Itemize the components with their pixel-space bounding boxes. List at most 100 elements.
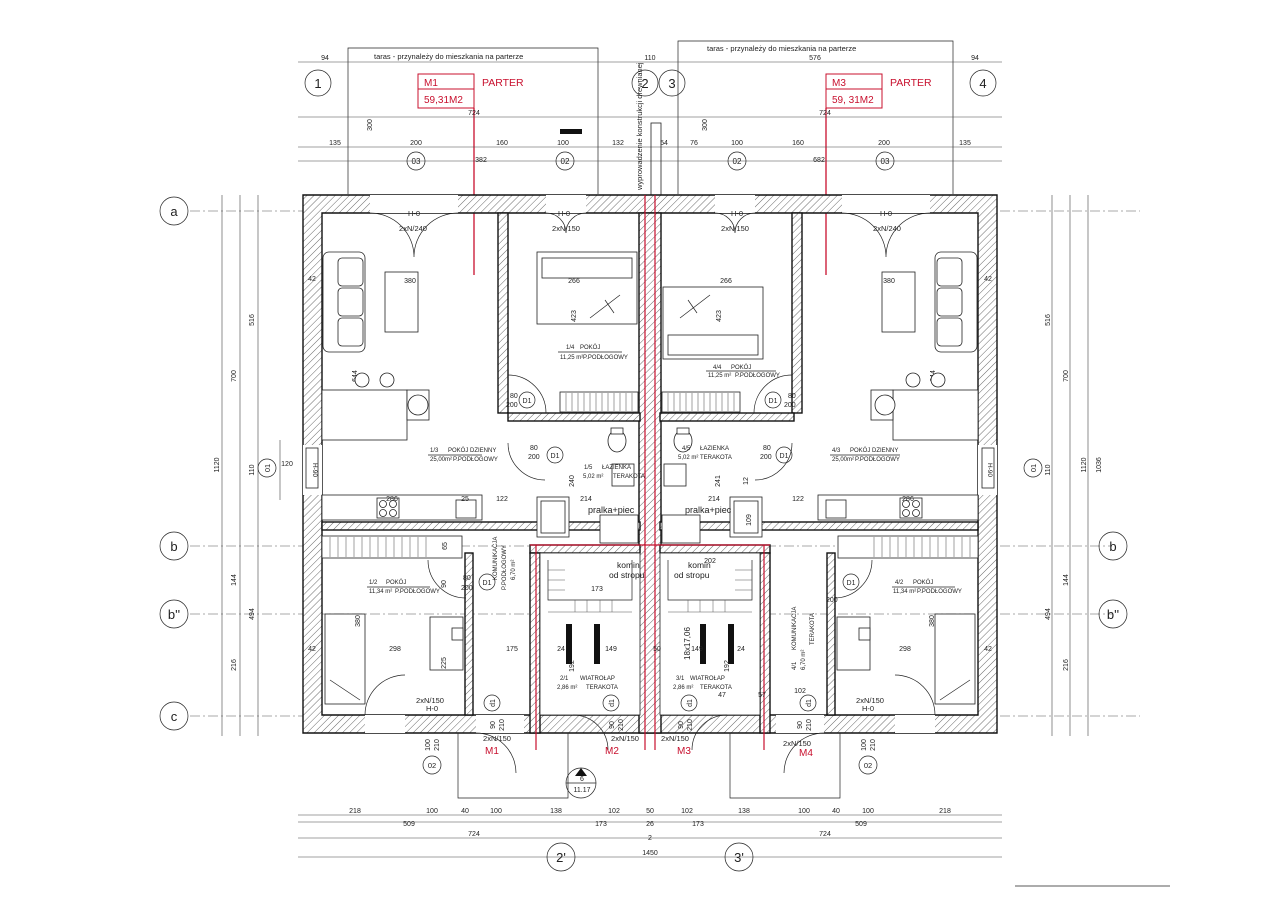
svg-text:90: 90: [797, 721, 804, 729]
svg-text:POKÓJ: POKÓJ: [731, 364, 751, 371]
svg-text:24: 24: [737, 646, 745, 653]
axis-2-prime: 2': [556, 850, 566, 865]
svg-text:d1: d1: [687, 699, 694, 707]
svg-text:D1: D1: [847, 580, 856, 587]
svg-text:724: 724: [468, 110, 480, 117]
door-label: 2xN/150: [611, 734, 639, 743]
svg-text:200: 200: [760, 454, 772, 461]
svg-text:173: 173: [591, 586, 603, 593]
svg-text:4/4: 4/4: [713, 365, 722, 371]
entrance-m4: M4: [799, 748, 813, 759]
svg-text:144: 144: [231, 574, 238, 586]
svg-text:94: 94: [321, 55, 329, 62]
right-dimensions: 516 700 1120 1036 110 144 494 216 01: [1023, 195, 1103, 736]
svg-text:2,86 m²: 2,86 m²: [557, 685, 577, 691]
svg-text:90: 90: [678, 721, 685, 729]
svg-text:1036: 1036: [1096, 457, 1103, 473]
top-dimensions: 94 110 576 94 724 724 135 200 160 100 13…: [298, 55, 1002, 164]
svg-text:54: 54: [660, 140, 668, 147]
svg-text:11,25 m²: 11,25 m²: [560, 355, 583, 361]
svg-text:P.PODŁOGOWY: P.PODŁOGOWY: [917, 589, 962, 595]
svg-text:2/1: 2/1: [560, 676, 569, 682]
svg-text:380: 380: [929, 615, 936, 627]
svg-text:2: 2: [648, 835, 652, 842]
svg-text:D1: D1: [551, 453, 560, 460]
svg-text:6,70 m²: 6,70 m²: [511, 560, 517, 580]
svg-text:24: 24: [557, 646, 565, 653]
terrace-outlines: taras - przynależy do mieszkania na part…: [347, 40, 954, 194]
svg-text:P.PODŁOGOWY: P.PODŁOGOWY: [453, 457, 498, 463]
axis-1: 1: [314, 76, 321, 91]
svg-text:724: 724: [819, 110, 831, 117]
door-label: 2xN/150: [856, 696, 884, 705]
left-dimensions: 516 700 1120 110 144 494 216 01 120: [214, 195, 293, 736]
svg-text:25: 25: [461, 496, 469, 503]
svg-text:216: 216: [231, 659, 238, 671]
svg-text:26: 26: [646, 821, 654, 828]
entrance-m2: M2: [605, 746, 619, 757]
door-label: 2xN/150: [721, 224, 749, 233]
door-label: 2xN/150: [483, 734, 511, 743]
svg-text:5,02 m²: 5,02 m²: [678, 455, 698, 461]
svg-text:18x17,06: 18x17,06: [683, 627, 692, 660]
svg-text:P.PODŁOGOWY: P.PODŁOGOWY: [583, 355, 628, 361]
svg-text:210: 210: [687, 719, 694, 731]
svg-text:komin: komin: [617, 560, 640, 570]
svg-text:D1: D1: [523, 398, 532, 405]
svg-text:80: 80: [463, 575, 471, 582]
svg-text:80: 80: [530, 445, 538, 452]
svg-text:90: 90: [609, 721, 616, 729]
svg-text:138: 138: [550, 808, 562, 815]
svg-text:100: 100: [426, 808, 438, 815]
svg-text:138: 138: [738, 808, 750, 815]
bedroom-bottom-right: 4/2 POKÓJ 11,34 m² P.PODŁOGOWY 298 380 4…: [792, 535, 992, 716]
svg-text:192: 192: [569, 660, 576, 672]
svg-text:100: 100: [490, 808, 502, 815]
svg-text:P.PODŁOGOWY: P.PODŁOGOWY: [502, 545, 508, 590]
svg-text:4/5: 4/5: [682, 446, 691, 452]
svg-text:122: 122: [792, 496, 804, 503]
axis-c: c: [171, 709, 178, 724]
svg-text:40: 40: [461, 808, 469, 815]
svg-text:12: 12: [743, 477, 750, 485]
svg-text:80: 80: [763, 445, 771, 452]
svg-text:218: 218: [939, 808, 951, 815]
svg-text:135: 135: [959, 140, 971, 147]
svg-text:H-90: H-90: [986, 463, 993, 477]
svg-text:POKÓJ DZIENNY: POKÓJ DZIENNY: [448, 447, 496, 454]
svg-text:25,00m²: 25,00m²: [430, 457, 452, 463]
svg-text:42: 42: [984, 276, 992, 283]
svg-text:210: 210: [806, 719, 813, 731]
bathroom-left: 1/5 ŁAZIENKA 5,02 m² TERAKOTA 240 214 D1…: [507, 427, 645, 544]
svg-text:160: 160: [496, 140, 508, 147]
svg-text:ŁAZIENKA: ŁAZIENKA: [602, 465, 631, 471]
svg-text:102: 102: [794, 688, 806, 695]
bedroom-top-right: 266 423 4/4 POKÓJ 11,25 m² P.PODŁOGOWY D…: [661, 278, 796, 414]
svg-text:200: 200: [528, 454, 540, 461]
svg-text:1450: 1450: [642, 850, 658, 857]
svg-text:700: 700: [1063, 370, 1070, 382]
svg-text:380: 380: [883, 278, 895, 285]
svg-text:516: 516: [1045, 314, 1052, 326]
svg-text:1/4: 1/4: [566, 345, 575, 351]
svg-text:50: 50: [653, 646, 661, 653]
door-label: 2xN/150: [783, 739, 811, 748]
svg-text:200: 200: [410, 140, 422, 147]
svg-text:149: 149: [605, 646, 617, 653]
svg-text:225: 225: [441, 657, 448, 669]
svg-text:3/1: 3/1: [676, 676, 685, 682]
svg-text:214: 214: [580, 496, 592, 503]
svg-text:76: 76: [690, 140, 698, 147]
svg-text:WIATROŁAP: WIATROŁAP: [690, 676, 725, 682]
svg-text:TERAKOTA: TERAKOTA: [613, 474, 645, 480]
svg-text:11,34 m²: 11,34 m²: [893, 589, 916, 595]
svg-text:509: 509: [855, 821, 867, 828]
bathroom-right: 4/5 ŁAZIENKA 5,02 m² TERAKOTA 241 214 12…: [661, 427, 793, 544]
svg-text:210: 210: [499, 719, 506, 731]
svg-text:P.PODŁOGOWY: P.PODŁOGOWY: [395, 589, 440, 595]
unit-id: M3: [832, 78, 846, 89]
top-axis-markers: 1 2 3 4: [304, 69, 997, 97]
svg-text:100: 100: [862, 808, 874, 815]
window-markers-top: 03 02 02 03: [406, 151, 895, 171]
axis-3: 3: [668, 76, 675, 91]
